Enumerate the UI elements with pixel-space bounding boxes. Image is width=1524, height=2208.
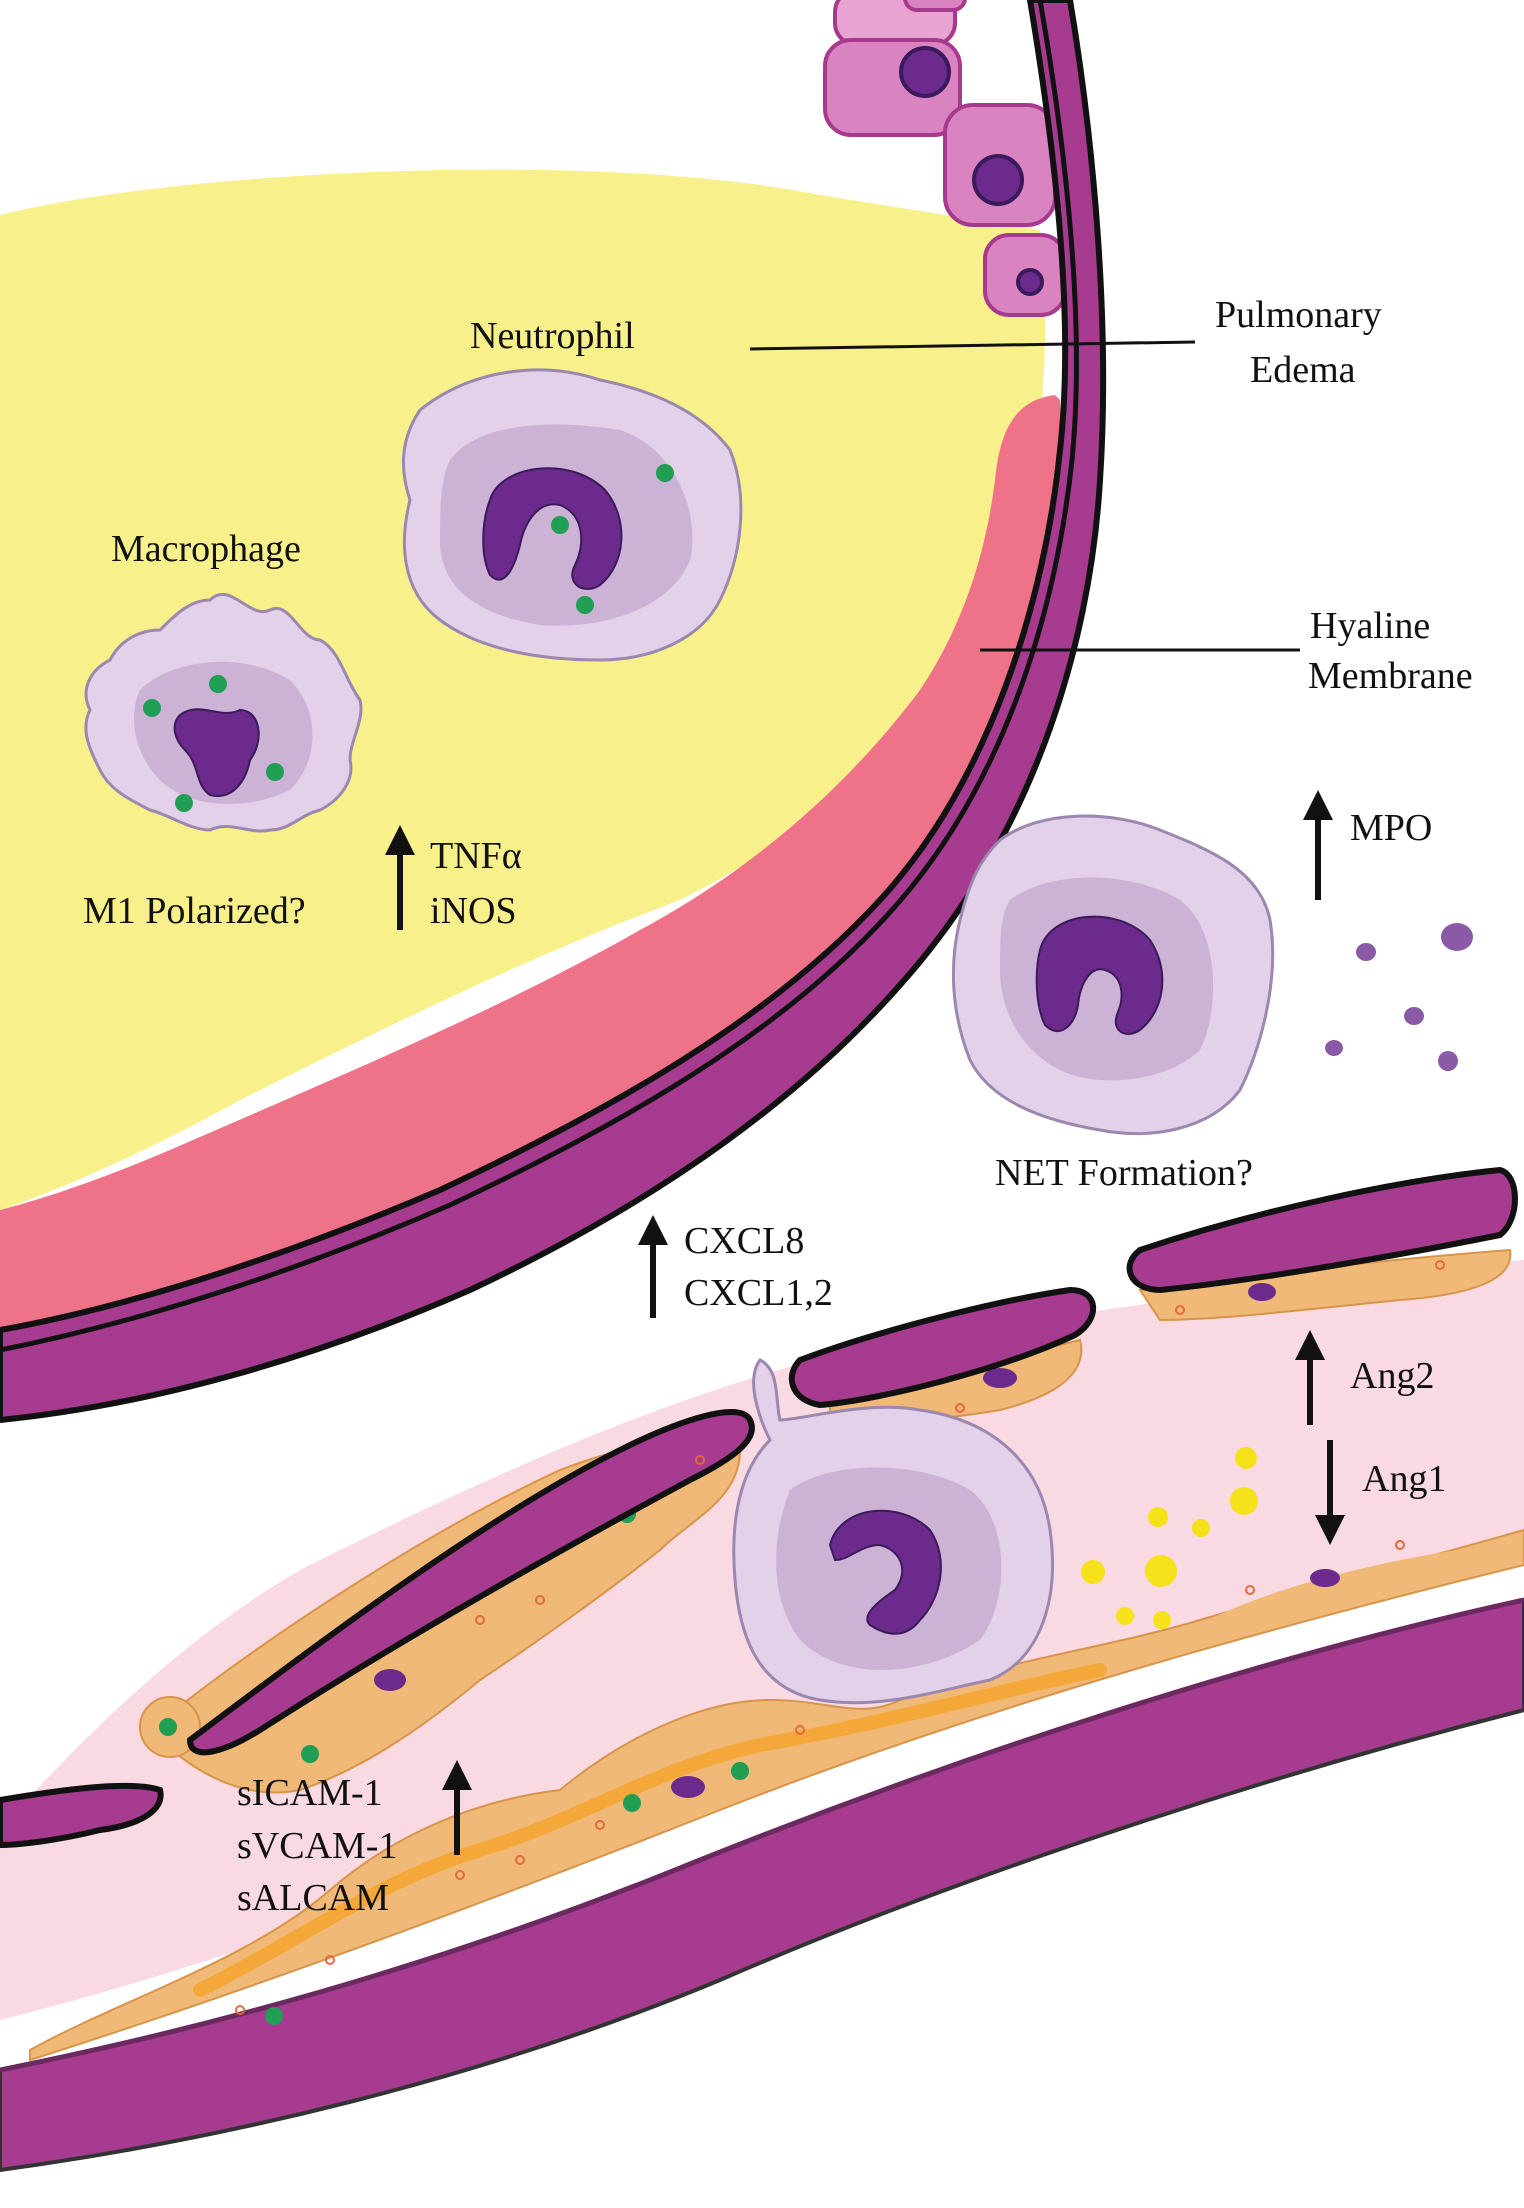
arrow-cxcl-up [638, 1215, 668, 1318]
label-tnfa: TNFα [430, 835, 522, 877]
label-cxcl12: CXCL1,2 [684, 1272, 833, 1314]
label-ang1: Ang1 [1362, 1458, 1446, 1500]
endothelial-cell-small [0, 1782, 164, 1849]
endothelial-cell-long [186, 1409, 755, 1756]
alveolar-wall [0, 0, 1107, 1424]
alveolar-edema-fluid [0, 169, 1046, 1210]
label-sicam: sICAM-1 [237, 1772, 383, 1814]
label-neutrophil: Neutrophil [470, 315, 635, 357]
pulmonary-edema-leader [749, 340, 1196, 351]
ang-particles [1081, 1447, 1258, 1629]
label-macrophage: Macrophage [111, 528, 301, 570]
label-hyaline: Hyaline [1310, 605, 1430, 647]
macrophage [84, 592, 363, 833]
endothelial-cell-middle [788, 1286, 1097, 1409]
label-pulmonary: Pulmonary [1215, 294, 1382, 336]
label-cxcl8: CXCL8 [684, 1220, 804, 1262]
epithelial-cells [823, 0, 1067, 317]
arrow-ang1-down [1315, 1440, 1345, 1545]
transmigrating-neutrophil [732, 1358, 1054, 1705]
label-mpo: MPO [1350, 807, 1432, 849]
label-ang2: Ang2 [1350, 1355, 1434, 1397]
arrow-soluble-adhesion-up [442, 1760, 472, 1855]
label-edema: Edema [1250, 349, 1356, 391]
net-neutrophil [951, 814, 1275, 1136]
label-inos: iNOS [430, 890, 517, 932]
alveolar-neutrophil [401, 368, 743, 662]
arrow-ang2-up [1295, 1330, 1325, 1425]
mpo-particles [1325, 923, 1473, 1071]
endothelial-cell-right [1126, 1166, 1518, 1294]
label-m1-polarized: M1 Polarized? [83, 890, 306, 932]
arrow-mpo-up [1303, 790, 1333, 900]
lower-endothelium [29, 1528, 1524, 2062]
label-net-formation: NET Formation? [995, 1152, 1253, 1194]
arrow-tnfa-up [385, 825, 415, 930]
label-membrane: Membrane [1308, 655, 1473, 697]
label-salcam: sALCAM [237, 1877, 389, 1919]
hyaline-membrane [0, 395, 1062, 1390]
label-svcam: sVCAM-1 [237, 1825, 397, 1867]
